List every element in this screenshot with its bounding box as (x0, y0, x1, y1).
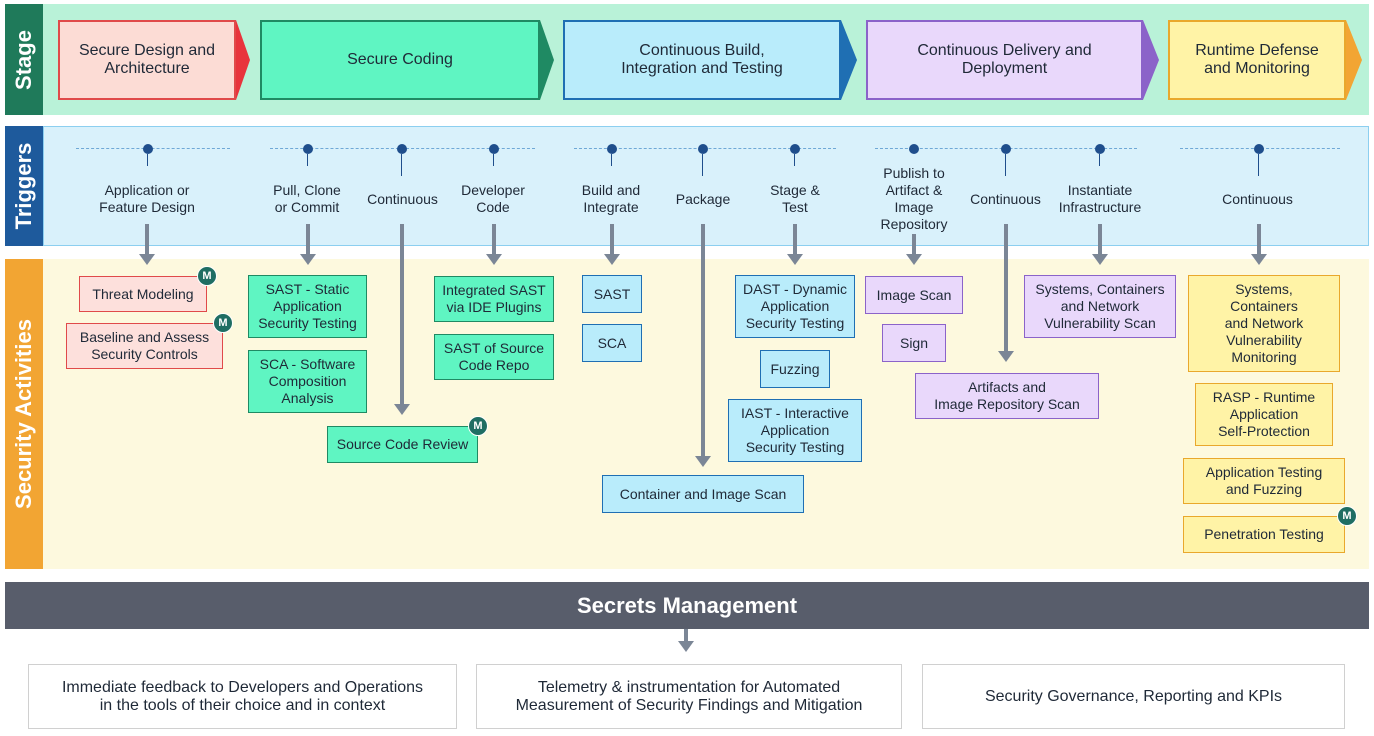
m-badge-baseline-controls: M (213, 313, 233, 333)
activity-rasp: RASP - Runtime Application Self-Protecti… (1195, 383, 1333, 446)
trigger-package: Package (675, 190, 731, 207)
stage-continuous-delivery: Continuous Delivery and Deployment (866, 20, 1143, 100)
trigger-application-design: Application or Feature Design (99, 182, 195, 215)
trigger-continuous-delivery: Continuous (970, 190, 1041, 207)
trigger-dot (1254, 144, 1264, 154)
trigger-developer-code: Developer Code (461, 182, 525, 215)
activity-penetration-testing: Penetration Testing (1183, 516, 1345, 553)
trigger-dot (909, 144, 919, 154)
stage-continuous-build-tip (841, 20, 857, 100)
trigger-dot (143, 144, 153, 154)
trigger-tick (611, 154, 612, 166)
triggers-section-label: Triggers (5, 126, 43, 246)
arrow-head (787, 254, 803, 265)
arrow-head (300, 254, 316, 265)
m-badge-source-code-review: M (468, 416, 488, 436)
stage-secure-coding-tip (540, 20, 554, 100)
stage-secure-design: Secure Design and Architecture (58, 20, 236, 100)
arrow-head (906, 254, 922, 265)
trigger-tick (401, 154, 402, 176)
trigger-dot (303, 144, 313, 154)
arrow-shaft (306, 224, 310, 254)
trigger-tick (1258, 154, 1259, 176)
trigger-tick (702, 154, 703, 176)
activity-dast: DAST - Dynamic Application Security Test… (735, 275, 855, 338)
arrow-shaft (1257, 224, 1261, 254)
arrow-head (695, 456, 711, 467)
m-badge-threat-modeling: M (197, 266, 217, 286)
arrow-head (1092, 254, 1108, 265)
arrow-head (998, 351, 1014, 362)
activity-image-scan: Image Scan (865, 276, 963, 314)
arrow-shaft (1004, 224, 1008, 351)
arrow-shaft (912, 234, 916, 254)
outcome-telemetry: Telemetry & instrumentation for Automate… (476, 664, 902, 729)
trigger-instantiate-infrastructure: Instantiate Infrastructure (1058, 182, 1142, 215)
stage-continuous-delivery-tip (1143, 20, 1159, 100)
trigger-build-integrate: Build and Integrate (581, 182, 641, 215)
activity-container-image-scan: Container and Image Scan (602, 475, 804, 513)
activity-baseline-controls: Baseline and Assess Security Controls (66, 323, 223, 369)
activity-app-testing-fuzzing: Application Testing and Fuzzing (1183, 458, 1345, 504)
stage-runtime-defense-tip (1346, 20, 1362, 100)
activity-systems-vuln-monitoring: Systems, Containers and Network Vulnerab… (1188, 275, 1340, 372)
stage-secure-coding: Secure Coding (260, 20, 540, 100)
arrow-shaft (684, 629, 688, 641)
activity-iast: IAST - Interactive Application Security … (728, 399, 862, 462)
activity-source-code-review: Source Code Review (327, 426, 478, 463)
trigger-continuous-runtime: Continuous (1222, 190, 1293, 207)
arrow-head (604, 254, 620, 265)
arrow-shaft (610, 224, 614, 254)
activity-fuzzing: Fuzzing (760, 350, 830, 388)
trigger-tick (794, 154, 795, 166)
activity-integrated-sast: Integrated SAST via IDE Plugins (434, 276, 554, 322)
trigger-dot (790, 144, 800, 154)
arrow-head (678, 641, 694, 652)
activity-sast-static: SAST - Static Application Security Testi… (248, 275, 367, 338)
trigger-dot (1001, 144, 1011, 154)
trigger-stage-test: Stage & Test (770, 182, 820, 215)
trigger-continuous-coding: Continuous (367, 190, 438, 207)
outcome-governance: Security Governance, Reporting and KPIs (922, 664, 1345, 729)
outcome-immediate-feedback: Immediate feedback to Developers and Ope… (28, 664, 457, 729)
activity-threat-modeling: Threat Modeling (79, 276, 207, 312)
trigger-publish-artifact: Publish to Artifact & Image Repository (880, 165, 948, 232)
arrow-shaft (492, 224, 496, 254)
arrow-shaft (793, 224, 797, 254)
activity-sast-source-repo: SAST of Source Code Repo (434, 334, 554, 380)
trigger-timeline-design (76, 148, 230, 149)
arrow-shaft (1098, 224, 1102, 254)
trigger-dot (489, 144, 499, 154)
trigger-dot (1095, 144, 1105, 154)
m-badge-penetration-testing: M (1337, 506, 1357, 526)
stage-secure-design-tip (236, 20, 250, 100)
arrow-shaft (701, 224, 705, 456)
activity-sign: Sign (882, 324, 946, 362)
arrow-head (139, 254, 155, 265)
activity-systems-vuln-scan: Systems, Containers and Network Vulnerab… (1024, 275, 1176, 338)
trigger-tick (1099, 154, 1100, 166)
stage-section-label: Stage (5, 4, 43, 115)
trigger-dot (607, 144, 617, 154)
arrow-head (486, 254, 502, 265)
trigger-pull-clone-commit: Pull, Clone or Commit (273, 182, 341, 215)
trigger-tick (147, 154, 148, 166)
arrow-shaft (145, 224, 149, 254)
activity-sca: SCA (582, 324, 642, 362)
stage-runtime-defense: Runtime Defense and Monitoring (1168, 20, 1346, 100)
arrow-shaft (400, 224, 404, 404)
secrets-management-banner: Secrets Management (5, 582, 1369, 629)
security-activities-section-label: Security Activities (5, 259, 43, 569)
trigger-dot (397, 144, 407, 154)
activity-artifacts-repo-scan: Artifacts and Image Repository Scan (915, 373, 1099, 419)
arrow-head (394, 404, 410, 415)
activity-sca-software: SCA - Software Composition Analysis (248, 350, 367, 413)
arrow-head (1251, 254, 1267, 265)
trigger-tick (307, 154, 308, 166)
stage-continuous-build: Continuous Build, Integration and Testin… (563, 20, 841, 100)
trigger-tick (1005, 154, 1006, 176)
trigger-dot (698, 144, 708, 154)
trigger-tick (493, 154, 494, 166)
activity-sast: SAST (582, 275, 642, 313)
